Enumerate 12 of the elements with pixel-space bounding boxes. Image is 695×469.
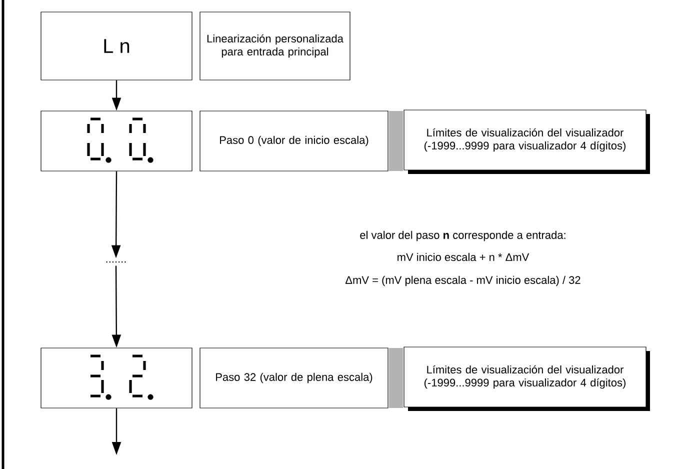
ellipsis-text: .......	[106, 261, 126, 263]
display-box	[40, 110, 192, 172]
parameter-box: L n	[40, 12, 192, 80]
formula-text: ΔmV = (mV plena escala - mV inicio escala) / 32	[346, 276, 580, 286]
formula-text: mV inicio escala + n * ΔmV	[398, 252, 530, 262]
note-box: Límites de visualización del visualizador (-1999...9999 para visualizador 4 dígitos)	[404, 110, 650, 174]
note-box: Límites de visualización del visualizador (-1999...9999 para visualizador 4 dígitos)	[404, 346, 650, 411]
display-box	[40, 348, 192, 408]
description-box: Paso 32 (valor de plena escala)	[200, 348, 388, 408]
description-box: Linearización personalizada para entrada principal	[200, 12, 350, 80]
description-box: Paso 0 (valor de inicio escala)	[200, 110, 388, 172]
formula-text: el valor del paso n corresponde a entrada:	[360, 230, 566, 242]
